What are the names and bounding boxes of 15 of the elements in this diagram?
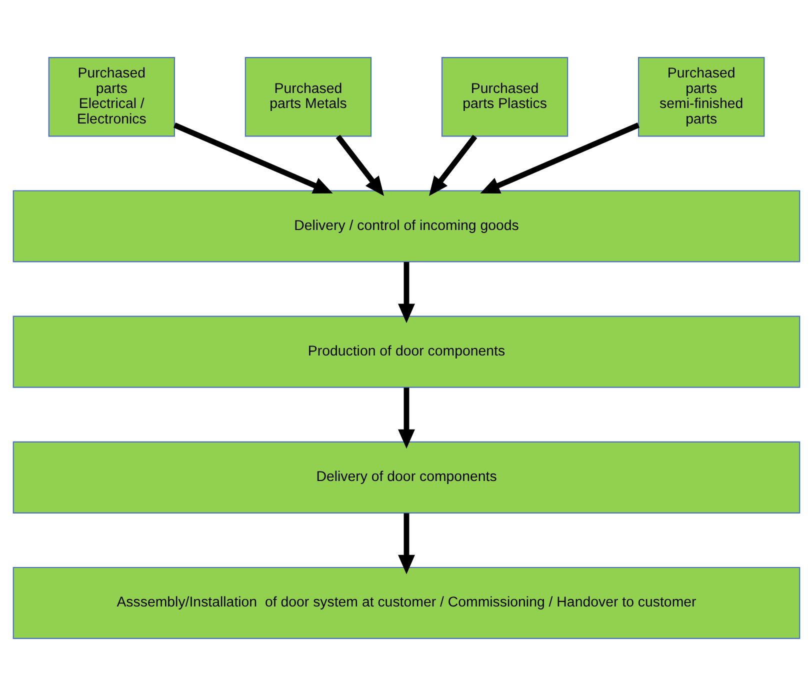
node-box: Delivery / control of incoming goods [12, 190, 800, 262]
node-box: Purchased parts Plastics [440, 56, 568, 137]
node-box: Purchased parts Electrical / Electronics [48, 56, 174, 137]
arrow [398, 262, 414, 324]
node-box: Purchased parts Metals [244, 56, 372, 137]
arrow [172, 122, 332, 194]
node-box: Delivery of door components [12, 441, 800, 514]
arrow [480, 122, 640, 194]
arrow [398, 388, 414, 449]
node-box: Purchased parts semi-finished parts [638, 56, 764, 137]
arrow [335, 134, 384, 196]
node-box: Production of door components [12, 316, 800, 388]
node-box: Asssembly/Installation of door system at customer / Commissioning / Handover to customer [12, 566, 800, 640]
arrow [398, 513, 414, 574]
arrow [428, 134, 477, 196]
